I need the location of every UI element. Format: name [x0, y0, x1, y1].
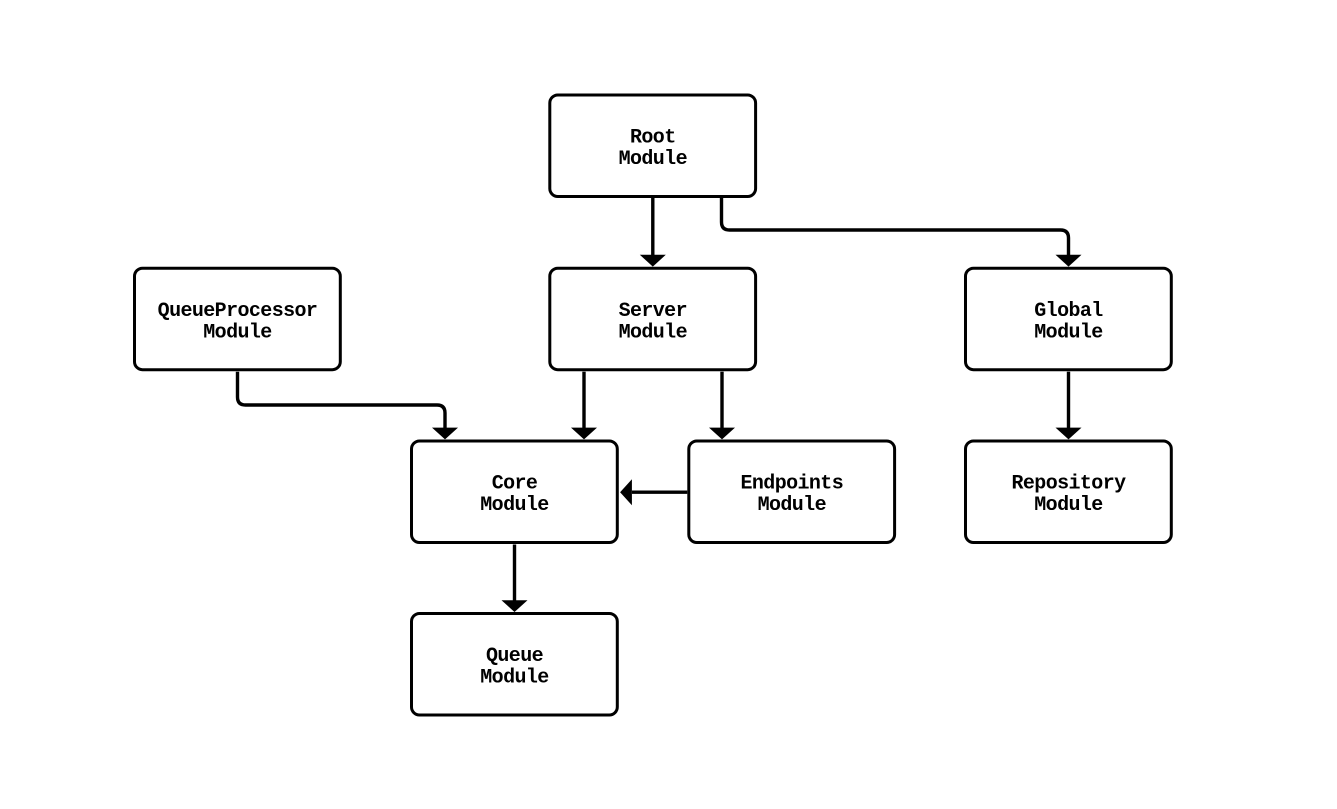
- svg-text:Module: Module: [619, 148, 688, 171]
- svg-text:Module: Module: [758, 494, 827, 517]
- svg-text:Server: Server: [619, 300, 687, 323]
- svg-text:Endpoints: Endpoints: [740, 473, 843, 496]
- svg-text:Queue: Queue: [486, 645, 544, 668]
- svg-text:Module: Module: [480, 494, 549, 517]
- svg-text:Module: Module: [1034, 494, 1103, 517]
- svg-text:Root: Root: [630, 127, 676, 150]
- svg-text:Module: Module: [480, 667, 549, 690]
- svg-text:Global: Global: [1034, 300, 1103, 323]
- svg-text:Module: Module: [619, 321, 688, 344]
- svg-text:Core: Core: [492, 473, 538, 496]
- svg-text:Module: Module: [1034, 321, 1103, 344]
- svg-text:Module: Module: [203, 321, 272, 344]
- svg-text:Repository: Repository: [1011, 473, 1126, 496]
- svg-text:QueueProcessor: QueueProcessor: [158, 300, 318, 323]
